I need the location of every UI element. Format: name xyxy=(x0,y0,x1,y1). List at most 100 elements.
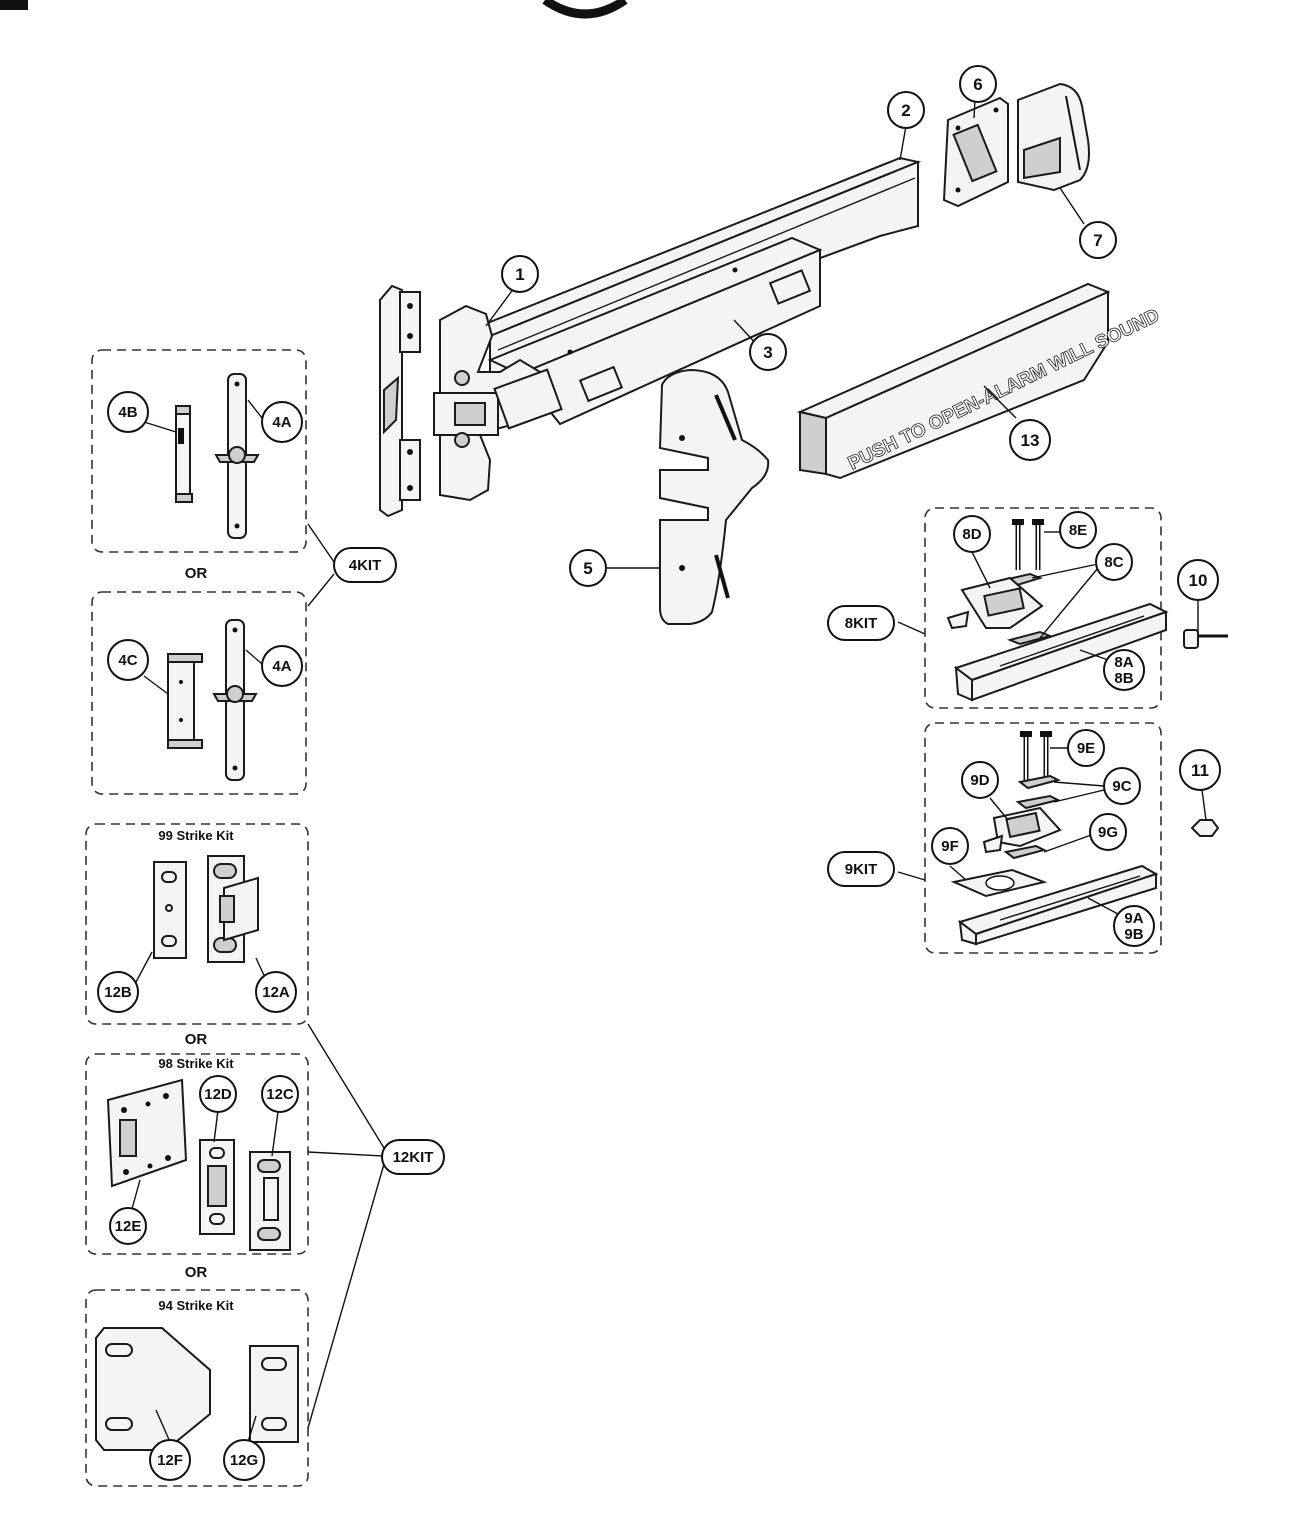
part-12g xyxy=(249,1345,299,1443)
or-labels: OR OR OR xyxy=(185,565,208,1281)
svg-text:8D: 8D xyxy=(962,526,981,543)
kit-title-99: 99 Strike Kit xyxy=(158,828,234,843)
part-12a xyxy=(207,855,259,963)
svg-text:12D: 12D xyxy=(204,1086,232,1103)
or-label-3: OR xyxy=(185,1264,208,1281)
callout-5: 5 xyxy=(569,549,607,587)
main-assembly: PUSH TO OPEN-ALARM WILL SOUND xyxy=(379,82,1163,625)
part-4a-bottom xyxy=(212,619,258,781)
kit-98-parts xyxy=(106,1078,291,1251)
svg-text:10: 10 xyxy=(1189,571,1208,590)
svg-text:6: 6 xyxy=(973,75,982,94)
part-8d-cylinder xyxy=(946,576,1044,630)
svg-text:9KIT: 9KIT xyxy=(845,861,878,878)
callout-4a-top: 4A xyxy=(261,401,303,443)
callout-8e: 8E xyxy=(1059,511,1097,549)
svg-text:9A: 9A xyxy=(1124,910,1143,927)
kit-box-99 xyxy=(85,823,309,1025)
svg-text:4B: 4B xyxy=(118,404,137,421)
svg-text:12E: 12E xyxy=(115,1218,142,1235)
kit-box-9 xyxy=(924,722,1162,954)
part-8a-8b-housing xyxy=(953,602,1169,702)
svg-text:8A: 8A xyxy=(1114,654,1133,671)
svg-text:13: 13 xyxy=(1021,431,1040,450)
svg-text:9B: 9B xyxy=(1124,926,1143,943)
part-4c xyxy=(167,653,203,749)
part-9e-screws xyxy=(1020,731,1052,782)
kit-titles: 99 Strike Kit 98 Strike Kit 94 Strike Ki… xyxy=(158,828,234,1313)
svg-text:12B: 12B xyxy=(104,984,132,1001)
svg-text:4C: 4C xyxy=(118,652,137,669)
svg-text:9E: 9E xyxy=(1077,740,1095,757)
top-edge-artifacts xyxy=(0,0,628,19)
callout-10: 10 xyxy=(1177,559,1219,601)
svg-text:8C: 8C xyxy=(1104,554,1123,571)
kit-8-parts xyxy=(946,519,1169,702)
callout-12kit: 12KIT xyxy=(381,1139,445,1175)
svg-text:12G: 12G xyxy=(230,1452,258,1469)
callout-bubbles: 1 2 3 5 6 7 13 4B 4A 4KIT 4C 4A 12B 12A … xyxy=(97,65,1221,1481)
part-10-key xyxy=(1183,629,1228,649)
part-3-base-tube xyxy=(487,236,823,426)
callout-12a: 12A xyxy=(255,971,297,1013)
svg-text:5: 5 xyxy=(583,559,592,578)
kit-box-8 xyxy=(924,507,1162,709)
callout-11: 11 xyxy=(1179,749,1221,791)
callout-4b: 4B xyxy=(107,391,149,433)
callout-9f: 9F xyxy=(931,827,969,865)
part-9f-gasket xyxy=(950,868,1048,898)
callout-6: 6 xyxy=(959,65,997,103)
part-4b xyxy=(175,405,193,503)
callout-9c: 9C xyxy=(1103,767,1141,805)
callout-7: 7 xyxy=(1079,221,1117,259)
callout-12d: 12D xyxy=(199,1075,237,1113)
svg-text:2: 2 xyxy=(901,101,910,120)
mounting-plate xyxy=(379,284,421,518)
callout-8kit: 8KIT xyxy=(827,605,895,641)
svg-text:9F: 9F xyxy=(941,838,959,855)
svg-text:9D: 9D xyxy=(970,772,989,789)
part-12e xyxy=(106,1078,188,1188)
callout-4c: 4C xyxy=(107,639,149,681)
callout-8c: 8C xyxy=(1095,543,1133,581)
svg-text:8E: 8E xyxy=(1069,522,1087,539)
kit-title-98: 98 Strike Kit xyxy=(158,1056,234,1071)
svg-text:11: 11 xyxy=(1191,761,1209,780)
kit-4-parts xyxy=(167,373,260,781)
part-13-push-bar: PUSH TO OPEN-ALARM WILL SOUND xyxy=(796,282,1163,480)
part-8e-screws xyxy=(1012,519,1044,570)
part-6-end-bracket xyxy=(942,96,1009,208)
part-12c xyxy=(249,1151,291,1251)
svg-text:8KIT: 8KIT xyxy=(845,615,878,632)
callout-8d: 8D xyxy=(953,515,991,553)
svg-text:1: 1 xyxy=(515,265,524,284)
callout-1: 1 xyxy=(501,255,539,293)
kit-boxes xyxy=(85,349,1162,1487)
svg-text:12C: 12C xyxy=(266,1086,294,1103)
svg-text:4A: 4A xyxy=(272,414,291,431)
part-7-end-cover xyxy=(1017,82,1090,192)
callout-12f: 12F xyxy=(149,1439,191,1481)
part-9d-cylinder xyxy=(982,806,1062,854)
part-9g-plate xyxy=(1003,844,1047,860)
part-9a-9b-housing xyxy=(957,864,1159,946)
callout-8a-8b: 8A 8B xyxy=(1103,649,1145,691)
leader-lines xyxy=(129,99,1207,1443)
part-11-hex xyxy=(1190,819,1220,837)
svg-text:12A: 12A xyxy=(262,984,290,1001)
callout-12e: 12E xyxy=(109,1207,147,1245)
part-1-mechanism xyxy=(433,304,563,502)
part-12b xyxy=(153,861,187,959)
kit-box-94 xyxy=(85,1289,309,1487)
kit-box-98 xyxy=(85,1053,309,1255)
part-12f xyxy=(95,1327,211,1451)
kit-9-parts xyxy=(950,731,1159,946)
part-4a-top xyxy=(214,373,260,539)
callout-9e: 9E xyxy=(1067,729,1105,767)
kit-94-parts xyxy=(95,1327,299,1451)
callout-12c: 12C xyxy=(261,1075,299,1113)
callout-2: 2 xyxy=(887,91,925,129)
svg-text:9C: 9C xyxy=(1112,778,1131,795)
callout-9kit: 9KIT xyxy=(827,851,895,887)
